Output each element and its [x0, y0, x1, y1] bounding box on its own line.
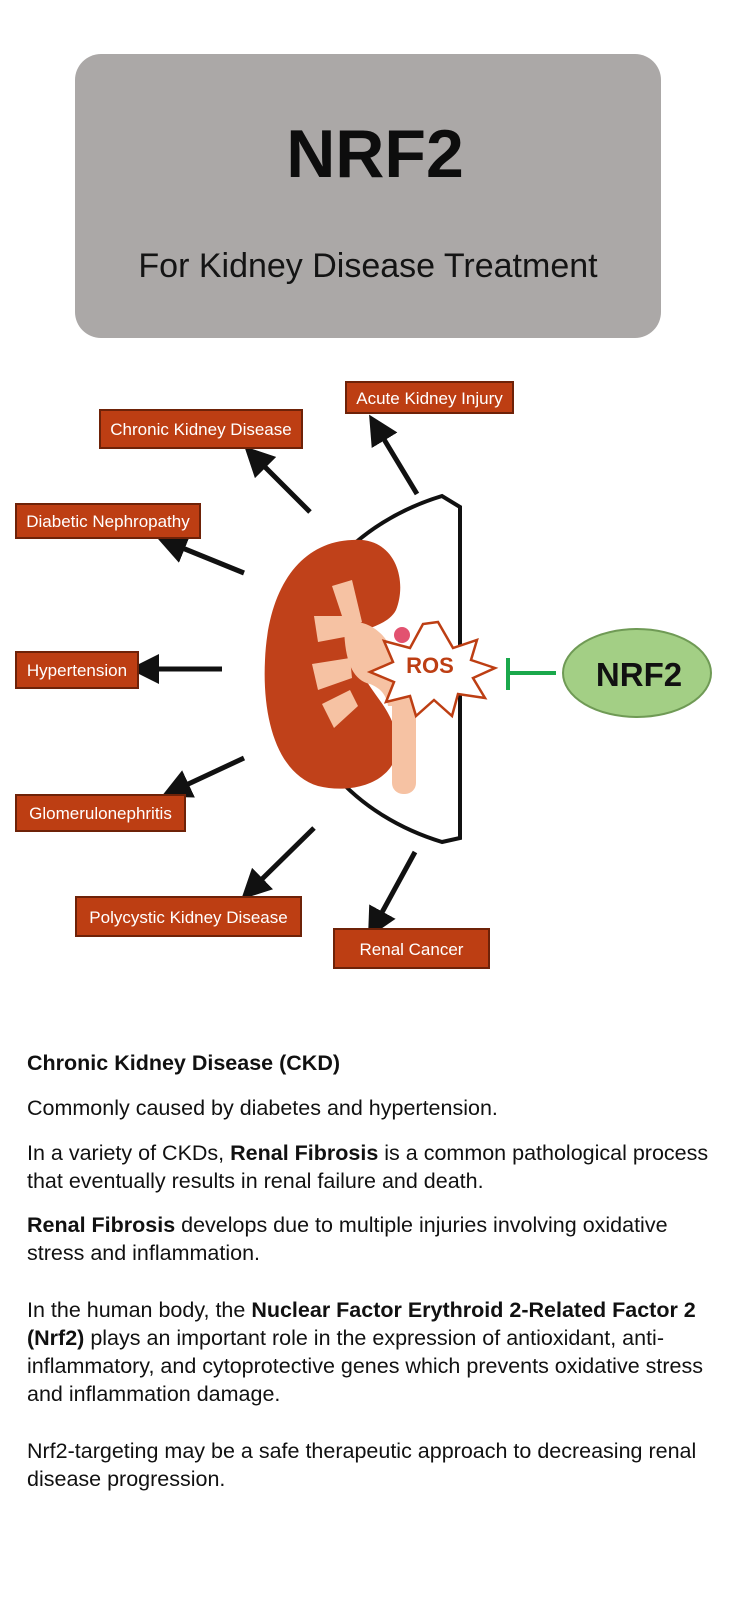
page-subtitle: For Kidney Disease Treatment [138, 247, 598, 285]
paragraph-renal-fibrosis: In a variety of CKDs, Renal Fibrosis is … [27, 1141, 709, 1193]
arrow-chronic-kidney-disease [244, 446, 312, 514]
arrow-acute-kidney-injury [369, 414, 420, 496]
disease-arrows [129, 414, 420, 938]
nrf2-ellipse [562, 628, 712, 718]
bold-renal-fibrosis: Renal Fibrosis [230, 1141, 379, 1165]
ros-starburst [366, 620, 499, 719]
bold-renal-fibrosis-2: Renal Fibrosis [27, 1213, 176, 1237]
page-title: NRF2 [286, 116, 464, 192]
arrow-diabetic-nephropathy [156, 534, 245, 576]
arrow-glomerulonephritis [161, 755, 246, 798]
paragraph-nrf2-role: In the human body, the Nuclear Factor Er… [27, 1298, 703, 1406]
arrow-polycystic-kidney-disease [241, 826, 316, 900]
inhibition-bar [506, 658, 556, 690]
label-polycystic-kidney-disease: Polycystic Kidney Disease [75, 896, 302, 937]
paragraph-causes: Commonly caused by diabetes and hyperten… [27, 1096, 498, 1120]
arrow-renal-cancer [368, 850, 418, 938]
label-glomerulonephritis: Glomerulonephritis [15, 794, 186, 832]
paragraph-nrf2-targeting: Nrf2-targeting may be a safe therapeutic… [27, 1439, 697, 1491]
bold-nrf2-name: Nuclear Factor Erythroid 2-Related Facto… [27, 1298, 696, 1350]
label-hypertension: Hypertension [15, 651, 139, 689]
diagram-graphic: ROS NRF2 [129, 414, 712, 938]
nrf2-label: NRF2 [596, 656, 682, 693]
header-card [75, 54, 661, 338]
label-chronic-kidney-disease: Chronic Kidney Disease [99, 409, 303, 449]
label-acute-kidney-injury: Acute Kidney Injury [345, 381, 514, 414]
label-diabetic-nephropathy: Diabetic Nephropathy [15, 503, 201, 539]
kidney-highlight [394, 627, 410, 643]
label-renal-cancer: Renal Cancer [333, 928, 490, 969]
nrf2-kidney-diagram: ROS NRF2 Acute Kidney Injury Chronic Kid… [0, 360, 750, 1000]
ckd-heading: Chronic Kidney Disease (CKD) [27, 1051, 341, 1075]
paragraph-fibrosis-cause: Renal Fibrosis develops due to multiple … [27, 1213, 668, 1265]
ros-label: ROS [406, 653, 454, 678]
